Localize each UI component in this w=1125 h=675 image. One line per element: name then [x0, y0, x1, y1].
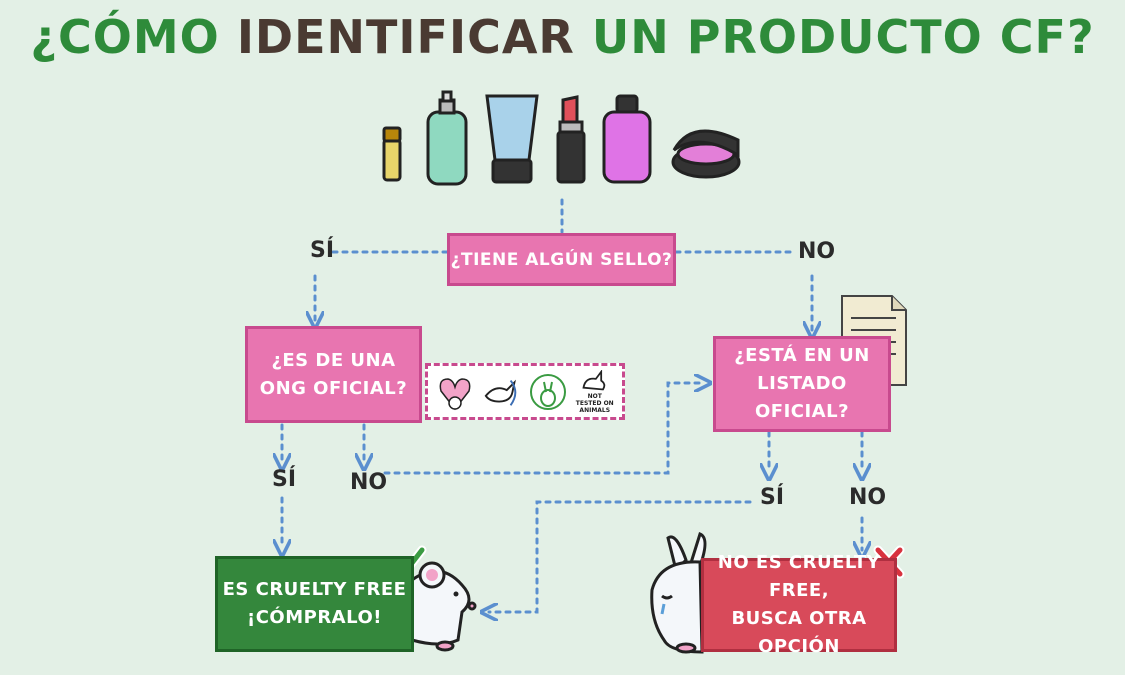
label-list-yes: SÍ [760, 485, 785, 510]
question-has-seal: ¿TIENE ALGÚN SELLO? [447, 233, 676, 286]
question-official-ngo: ¿ES DE UNA ONG OFICIAL? [245, 326, 422, 423]
result-cruelty-free: ES CRUELTY FREE ¡CÓMPRALO! [215, 556, 414, 652]
label-ngo-yes: SÍ [272, 467, 297, 492]
not-tested-on-animals-logo: NOT TESTED ON ANIMALS [575, 369, 615, 414]
rabbit-circle-logo [528, 370, 568, 414]
result-not-cruelty-free: NO ES CRUELTY FREE, BUSCA OTRA OPCIÓN [701, 552, 897, 657]
mouse-illustration [410, 561, 477, 652]
page-title: ¿CÓMO IDENTIFICAR UN PRODUCTO CF? [0, 10, 1125, 64]
cosmetics-products-illustration [382, 90, 741, 186]
label-seal-yes: SÍ [310, 238, 335, 263]
not-tested-text: NOT TESTED ON ANIMALS [575, 392, 614, 414]
leaping-bunny-logo [482, 370, 522, 414]
rabbit-illustration [650, 532, 707, 654]
title-part-1: ¿CÓMO [30, 10, 237, 64]
label-list-no: NO [849, 485, 887, 510]
title-part-2: IDENTIFICAR [236, 10, 592, 64]
connector-ngo-no-to-list [383, 383, 703, 475]
cruelty-free-logos: NOT TESTED ON ANIMALS [425, 363, 625, 420]
label-seal-no: NO [798, 239, 836, 264]
label-ngo-no: NO [350, 470, 388, 495]
pink-bunny-heart-logo [435, 370, 475, 414]
question-official-list: ¿ESTÁ EN UN LISTADO OFICIAL? [713, 336, 891, 432]
title-part-3: UN PRODUCTO CF? [591, 10, 1095, 64]
